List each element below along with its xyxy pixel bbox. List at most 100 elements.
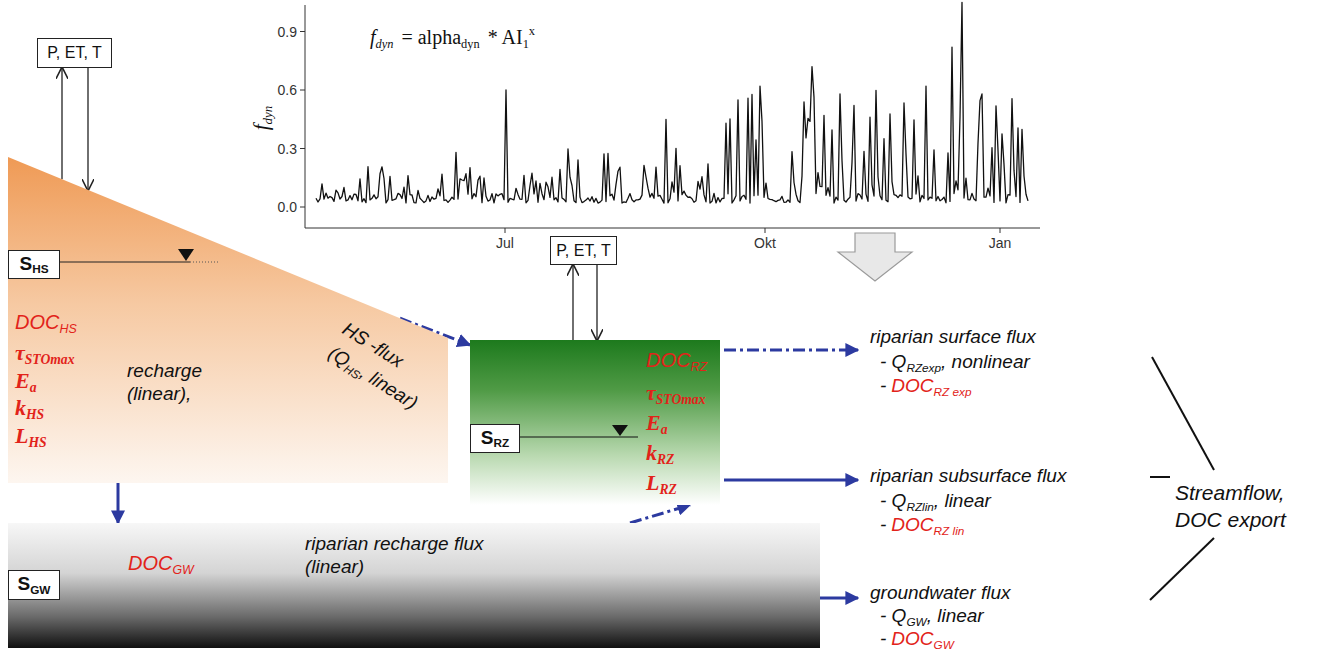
label-text: 0.3 (278, 140, 297, 157)
streamflow-join-lines (1150, 357, 1214, 600)
text: Streamflow, (1175, 481, 1285, 504)
text: τ (15, 340, 25, 365)
storage-label-box: SHS (8, 250, 60, 279)
text: 0.3 (278, 140, 297, 156)
text: L (15, 423, 28, 448)
text: L (646, 470, 659, 495)
text: k (646, 440, 657, 465)
label-text: - QRZexp, nonlinear (880, 351, 1030, 375)
text: P, ET, T (556, 242, 611, 259)
subscript-text: GW (172, 563, 193, 577)
text: DOC export (1175, 508, 1286, 531)
text: - (880, 514, 886, 535)
text: Jan (989, 235, 1012, 251)
subscript-text: STOmax (656, 392, 706, 407)
text-line: SGW (9, 573, 59, 597)
subsurface-flux-arrow (724, 479, 858, 482)
text: S (481, 427, 494, 448)
flux-arrow (596, 265, 597, 340)
text: DOC (891, 628, 933, 649)
flux-arrow (572, 265, 573, 340)
text: - Q (880, 605, 906, 626)
label-text: fdyn (249, 106, 276, 131)
text: - (880, 375, 886, 396)
label-text: 0.6 (278, 82, 297, 99)
water-table-marker (612, 425, 628, 436)
label-text: -DOCGW (880, 628, 954, 652)
hillslope-store: DOCHSτSTOmaxEakHSLHSrecharge (linear),SH… (8, 157, 448, 483)
text: DOC (646, 349, 690, 371)
input-box: P, ET, T (37, 38, 112, 68)
text-line: Ea (646, 410, 668, 439)
text-line: kHS (15, 395, 44, 424)
label-text: - QRZlin, linear (880, 490, 991, 514)
text: 0.9 (278, 23, 297, 39)
subscript-text: GW (906, 615, 926, 628)
text-line: recharge (linear), (127, 360, 223, 406)
flux-arrow (87, 68, 88, 190)
text: 0.6 (278, 82, 297, 98)
subscript-text: RZ (494, 436, 510, 449)
text: Jul (496, 235, 514, 251)
subscript-text: RZlin (906, 500, 933, 513)
storage-label-box: SGW (8, 570, 60, 600)
subscript-text: a (30, 380, 37, 395)
gray-down-arrow (838, 233, 912, 281)
flux-arrow (117, 483, 120, 523)
label-text: 0.9 (278, 23, 297, 40)
subscript-text: HS (28, 435, 46, 450)
text: DOC (128, 552, 172, 574)
text: f (249, 124, 273, 130)
text: τ (646, 380, 656, 405)
subscript-text: RZ exp (934, 385, 972, 398)
text: k (15, 395, 26, 420)
label-text: DOC export (1175, 507, 1286, 532)
text: S (19, 253, 32, 274)
label-text: Streamflow, (1175, 480, 1285, 505)
text: = alpha (401, 26, 461, 48)
text: - Q (880, 490, 906, 511)
text: S (18, 573, 31, 594)
text: DOC (891, 375, 933, 396)
subscript-text: RZ (657, 452, 674, 467)
edge-label: riparian recharge flux (linear) (305, 533, 520, 579)
water-table (520, 437, 638, 438)
subscript-text: 1 (523, 37, 529, 51)
storage-label-box: SRZ (470, 424, 520, 453)
text: E (646, 410, 661, 435)
subscript-text: GW (934, 638, 954, 651)
text: P, ET, T (47, 44, 102, 61)
text: riparian surface flux (870, 326, 1036, 347)
text: riparian recharge flux (linear) (305, 533, 483, 577)
text-line: DOCGW (128, 551, 194, 578)
text: - Q (880, 351, 906, 372)
text-line: Ea (15, 368, 37, 397)
text-line: LRZ (646, 470, 677, 499)
subscript-text: HS (26, 407, 44, 422)
label-text: groundwater flux (870, 582, 1010, 605)
text: f (370, 26, 376, 48)
text-line: P, ET, T (551, 241, 616, 260)
text-line: DOCHS (15, 310, 77, 337)
text: * AI (488, 26, 523, 48)
label-text: Jan (989, 235, 1012, 252)
label-text: Jul (496, 235, 514, 252)
text: recharge (linear), (127, 360, 202, 404)
subscript-text: RZexp (906, 361, 941, 374)
text: 0.0 (278, 199, 297, 215)
subscript-text: HS (59, 322, 76, 336)
text: , nonlinear (941, 351, 1030, 372)
fdyn-time-series (316, 2, 1028, 203)
text-line: kRZ (646, 440, 674, 469)
text-line: P, ET, T (38, 43, 111, 62)
surface-flux-arrow (724, 349, 858, 352)
superscript-text: x (529, 24, 535, 38)
hillslope-shape (8, 157, 448, 483)
subscript-text: HS (32, 262, 48, 275)
label-text: Okt (754, 235, 776, 252)
subscript-text: dyn (260, 106, 275, 125)
text: groundwater flux (870, 582, 1010, 603)
label-text: fdyn= alphadyn* AI1x (370, 24, 535, 52)
text: , linear (927, 605, 984, 626)
